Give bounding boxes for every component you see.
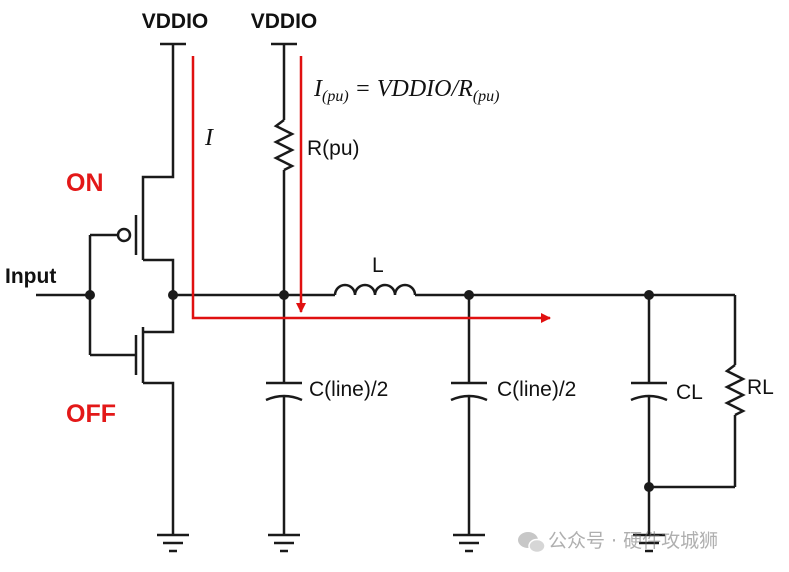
on-state-label: ON: [66, 169, 104, 197]
ground-symbol-4: [633, 533, 665, 553]
cap-line-2-label: C(line)/2: [497, 378, 576, 401]
watermark: 公众号 · 硬件攻城狮: [518, 530, 718, 554]
pullup-current-equation: I(pu) = VDDIO/R(pu): [313, 76, 499, 105]
off-state-label: OFF: [66, 400, 116, 428]
nmos-drain-wire: [143, 295, 175, 334]
input-label: Input: [5, 265, 56, 288]
watermark-text: 公众号 · 硬件攻城狮: [548, 530, 718, 552]
wires: [36, 42, 746, 553]
nmos-source-wire: [143, 381, 175, 535]
rl-label: RL: [747, 376, 774, 399]
inductor-coil: [333, 283, 417, 296]
vddio-left-label: VDDIO: [142, 10, 209, 33]
current-path-arrows: [191, 56, 551, 323]
ground-symbol-3: [453, 533, 485, 553]
rl-zigzag: [724, 364, 746, 417]
ground-symbol-2: [268, 533, 300, 553]
vddio-right-label: VDDIO: [251, 10, 318, 33]
cap-line-1-label: C(line)/2: [309, 378, 388, 401]
ground-symbol-1: [157, 533, 189, 553]
junction-dots: [85, 290, 654, 492]
rpu-zigzag: [273, 119, 295, 172]
wechat-icon: [518, 532, 546, 554]
rpu-label: R(pu): [307, 137, 360, 160]
cl-label: CL: [676, 381, 703, 404]
pmos-source-wire: [141, 44, 175, 207]
pmos-drain-wire: [143, 258, 175, 295]
pmos-gate-bubble: [116, 227, 132, 243]
transistor-current-arrow: [191, 56, 551, 323]
inductor-label: L: [372, 254, 384, 277]
current-label: I: [204, 125, 214, 151]
